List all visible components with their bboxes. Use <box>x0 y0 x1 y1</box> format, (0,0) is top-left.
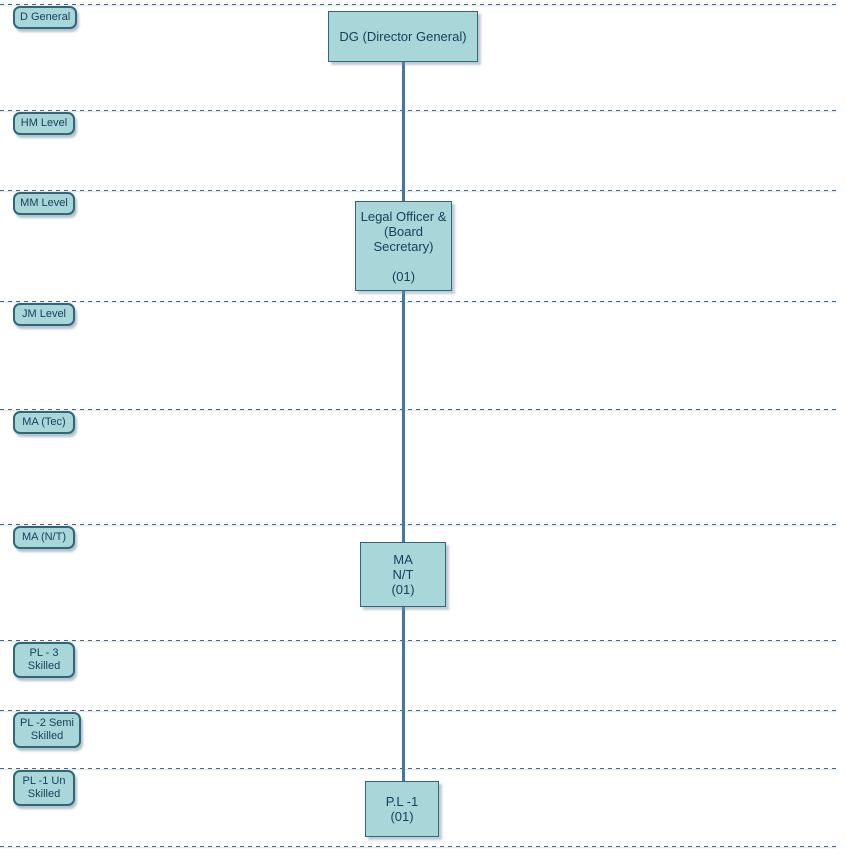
lane-label-ma-nt[interactable]: MA (N/T) <box>13 526 75 549</box>
lane-label-jm-level[interactable]: JM Level <box>13 303 75 326</box>
node-text: P.L -1 <box>385 794 419 809</box>
lane-label-text: Skilled <box>27 788 61 800</box>
lane-label-ma-tec[interactable]: MA (Tec) <box>13 411 75 434</box>
lane-divider-ma-tec <box>0 409 836 410</box>
lane-label-text: JM Level <box>21 308 67 320</box>
node-text: MA <box>393 552 413 567</box>
node-text: N/T <box>392 567 414 582</box>
lane-label-text: MA (Tec) <box>22 416 66 428</box>
node-text: (01) <box>390 809 414 824</box>
lane-divider-pl-3-skilled <box>0 640 836 641</box>
node-text: Legal Officer & <box>360 208 447 224</box>
lane-label-hm-level[interactable]: HM Level <box>13 112 75 135</box>
lane-divider-mm-level <box>0 190 836 191</box>
lane-label-text: PL -1 Un <box>22 775 66 787</box>
lane-divider-d-general <box>0 4 836 5</box>
lane-label-text: MM Level <box>20 197 68 209</box>
node-text: DG (Director General) <box>339 29 467 44</box>
lane-label-text: Skilled <box>27 660 61 672</box>
org-node-pl-1[interactable]: P.L -1(01) <box>365 781 439 837</box>
lane-divider-hm-level <box>0 110 836 111</box>
hierarchy-connector-line <box>402 62 405 781</box>
org-node-dg[interactable]: DG (Director General) <box>328 11 478 62</box>
lane-divider-bottom <box>0 846 836 847</box>
node-text: Secretary) <box>373 238 434 254</box>
lane-label-text: MA (N/T) <box>22 531 66 543</box>
lane-divider-ma-nt <box>0 524 836 525</box>
lane-divider-pl-2-semi-skilled <box>0 710 836 711</box>
lane-label-text: PL -2 Semi <box>20 717 75 729</box>
lane-divider-pl-1-un-skilled <box>0 768 836 769</box>
lane-label-text: HM Level <box>20 117 68 129</box>
lane-label-text: D General <box>20 11 71 23</box>
lane-label-d-general[interactable]: D General <box>13 6 78 29</box>
lane-divider-jm-level <box>0 301 836 302</box>
node-text: (01) <box>391 582 415 597</box>
node-text <box>356 254 451 269</box>
lane-label-text: Skilled <box>30 730 64 742</box>
lane-label-mm-level[interactable]: MM Level <box>13 192 75 215</box>
lane-label-text: PL - 3 <box>29 647 59 659</box>
node-text: (01) <box>391 268 416 284</box>
node-text: (Board <box>383 223 424 239</box>
